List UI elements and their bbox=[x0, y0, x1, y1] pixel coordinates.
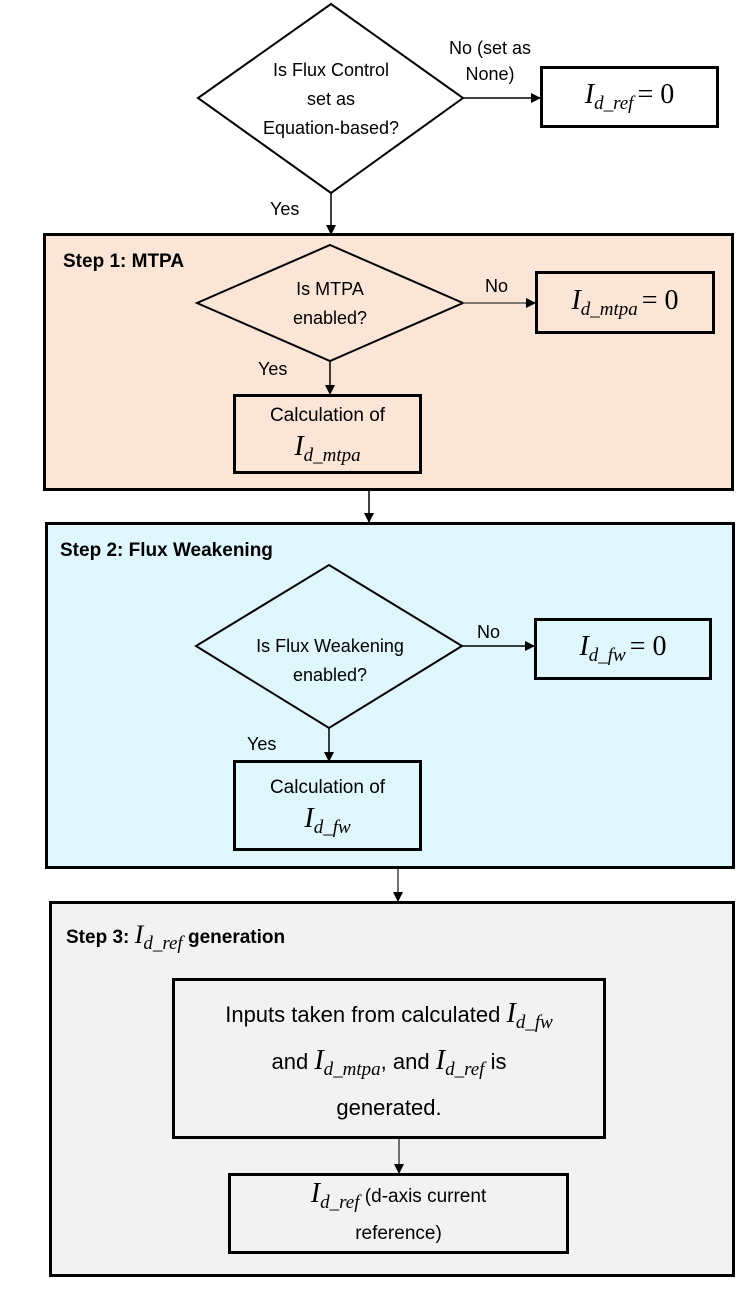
decision-line: set as bbox=[306, 89, 356, 109]
formula: Id_ref bbox=[436, 1045, 485, 1080]
decision-line: enabled? bbox=[292, 308, 368, 328]
decision-line: Equation-based? bbox=[262, 118, 400, 138]
subscript: d_fw bbox=[515, 1012, 553, 1033]
no-label-top: No (set as None) bbox=[440, 35, 540, 87]
step3-panel bbox=[49, 901, 735, 1277]
inputs-line-1: Inputs taken from calculated Id_fw bbox=[225, 995, 553, 1042]
yes-label-mtpa: Yes bbox=[258, 359, 288, 379]
formula: Id_ref = 0 bbox=[585, 79, 675, 115]
calc-id-mtpa-box: Calculation of Id_mtpa bbox=[233, 394, 422, 474]
subscript: d_fw bbox=[588, 645, 626, 666]
calc-label: Calculation of bbox=[269, 405, 386, 426]
no-label-line: No (set as bbox=[448, 38, 532, 58]
subscript: d_mtpa bbox=[303, 445, 361, 466]
inputs-box: Inputs taken from calculated Id_fw and I… bbox=[172, 978, 606, 1139]
formula: Id_mtpa bbox=[294, 431, 360, 467]
result-id-mtpa-zero: Id_mtpa = 0 bbox=[535, 271, 715, 334]
inputs-text: Inputs taken from calculated bbox=[225, 1002, 501, 1027]
symbol: I bbox=[506, 998, 516, 1029]
step3-formula: Id_ref bbox=[135, 920, 183, 954]
yes-label-top: Yes bbox=[270, 199, 300, 219]
step3-prefix: Step 3: bbox=[66, 927, 130, 948]
symbol: I bbox=[304, 802, 314, 834]
formula: Id_mtpa = 0 bbox=[571, 285, 678, 321]
symbol: I bbox=[314, 1045, 324, 1076]
symbol: I bbox=[134, 920, 144, 949]
subscript: d_ref bbox=[445, 1059, 485, 1080]
calc-id-fw-box: Calculation of Id_fw bbox=[233, 760, 422, 851]
equals-zero: = 0 bbox=[641, 284, 679, 316]
formula: Id_fw bbox=[304, 803, 350, 839]
step2-title: Step 2: Flux Weakening bbox=[60, 540, 273, 561]
symbol: I bbox=[571, 284, 581, 316]
decision-text-flux-weakening: Is Flux Weakening enabled? bbox=[225, 632, 435, 690]
inputs-line-2: and Id_mtpa, and Id_ref is bbox=[272, 1042, 507, 1089]
result-id-ref-zero: Id_ref = 0 bbox=[540, 66, 719, 128]
subscript: d_mtpa bbox=[580, 298, 638, 320]
decision-line: Is MTPA bbox=[296, 279, 364, 299]
subscript: d_ref bbox=[143, 933, 183, 954]
step3-title: Step 3: Id_ref generation bbox=[66, 920, 285, 955]
decision-line: Is Flux Control bbox=[272, 60, 390, 80]
decision-text-mtpa: Is MTPA enabled? bbox=[250, 275, 410, 333]
output-id-ref-box: Id_ref (d-axis current reference) bbox=[228, 1173, 569, 1254]
symbol: I bbox=[579, 631, 589, 662]
formula: Id_fw bbox=[507, 998, 553, 1033]
formula: Id_fw = 0 bbox=[579, 631, 666, 667]
calc-label: Calculation of bbox=[269, 776, 386, 798]
output-line-1: Id_ref (d-axis current bbox=[311, 1178, 486, 1219]
step2-panel bbox=[45, 522, 735, 869]
output-text: (d-axis current bbox=[364, 1186, 487, 1207]
symbol: I bbox=[435, 1045, 446, 1076]
equals-zero: = 0 bbox=[629, 631, 667, 662]
step1-title: Step 1: MTPA bbox=[63, 251, 185, 272]
subscript: d_mtpa bbox=[323, 1059, 381, 1080]
inputs-text: and bbox=[271, 1049, 309, 1074]
no-label-mtpa: No bbox=[485, 276, 509, 296]
decision-line: enabled? bbox=[292, 665, 368, 685]
step3-suffix: generation bbox=[188, 927, 286, 948]
yes-label-fw: Yes bbox=[247, 734, 277, 754]
inputs-text: is bbox=[490, 1049, 507, 1074]
no-label-fw: No bbox=[477, 622, 501, 642]
symbol: I bbox=[310, 1178, 321, 1209]
subscript: d_ref bbox=[594, 93, 634, 114]
symbol: I bbox=[584, 79, 595, 110]
decision-line: Is Flux Weakening bbox=[256, 636, 404, 656]
result-id-fw-zero: Id_fw = 0 bbox=[534, 618, 712, 680]
formula: Id_ref bbox=[311, 1178, 360, 1213]
formula: Id_mtpa bbox=[314, 1045, 380, 1080]
equals-zero: = 0 bbox=[637, 79, 675, 110]
subscript: d_fw bbox=[313, 816, 351, 838]
inputs-line-3: generated. bbox=[336, 1095, 442, 1120]
symbol: I bbox=[294, 431, 304, 462]
inputs-text: , and bbox=[380, 1049, 430, 1074]
decision-text-flux-control: Is Flux Control set as Equation-based? bbox=[228, 56, 434, 143]
output-line-2: reference) bbox=[355, 1223, 442, 1244]
no-label-line: None) bbox=[465, 64, 515, 84]
subscript: d_ref bbox=[320, 1192, 360, 1213]
